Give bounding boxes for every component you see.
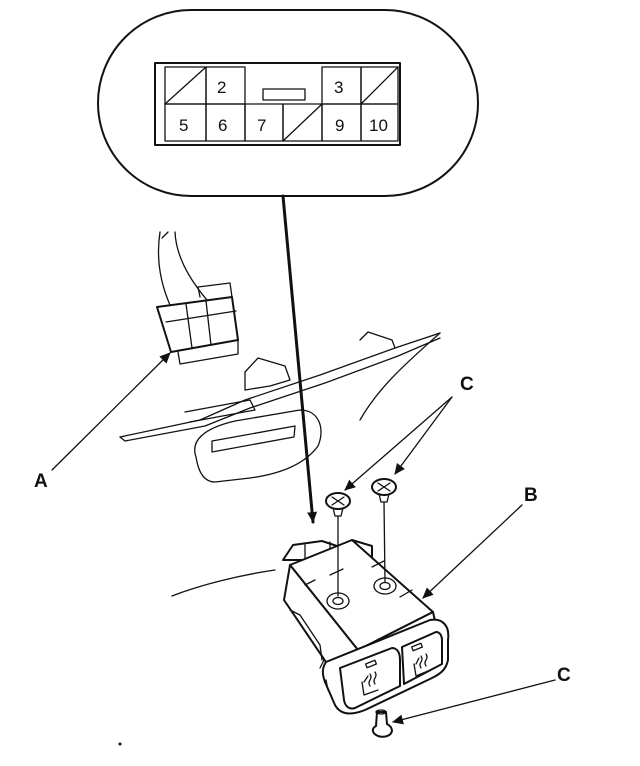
screw-c-left — [325, 492, 351, 597]
leader-c-right — [394, 396, 453, 475]
connector-face-view: 2 3 5 6 7 9 10 — [97, 9, 479, 197]
pin-label: 3 — [334, 78, 343, 97]
pin-label: 2 — [217, 78, 226, 97]
pin-label: 7 — [257, 116, 266, 135]
callout-c-bottom: C — [557, 665, 571, 686]
pin-label: 9 — [335, 116, 344, 135]
screw-c-right — [371, 478, 397, 583]
seat-heater-switch-b — [282, 539, 450, 715]
trim-panel — [119, 331, 441, 597]
connector-face: 2 3 5 6 7 9 10 — [154, 62, 401, 146]
harness-connector-a — [156, 231, 239, 365]
leader-c-bottom — [392, 679, 556, 725]
seat-heater-icon — [361, 671, 379, 696]
pin-label: 5 — [179, 116, 188, 135]
pin-label: 10 — [369, 116, 388, 135]
view-direction-arrow — [281, 194, 318, 524]
connector-lock-tab — [262, 88, 306, 101]
connector-view-bubble — [97, 9, 479, 197]
left-seat-heater-button — [339, 647, 401, 710]
callout-c-top: C — [460, 374, 474, 395]
callout-a: A — [34, 471, 48, 492]
leader-b — [422, 504, 523, 599]
seat-heater-icon — [413, 653, 429, 677]
screw-c-bottom — [371, 709, 393, 738]
leader-c-left — [344, 396, 453, 491]
pin-label: 6 — [218, 116, 227, 135]
callout-b: B — [524, 485, 538, 506]
leader-a — [51, 352, 171, 471]
